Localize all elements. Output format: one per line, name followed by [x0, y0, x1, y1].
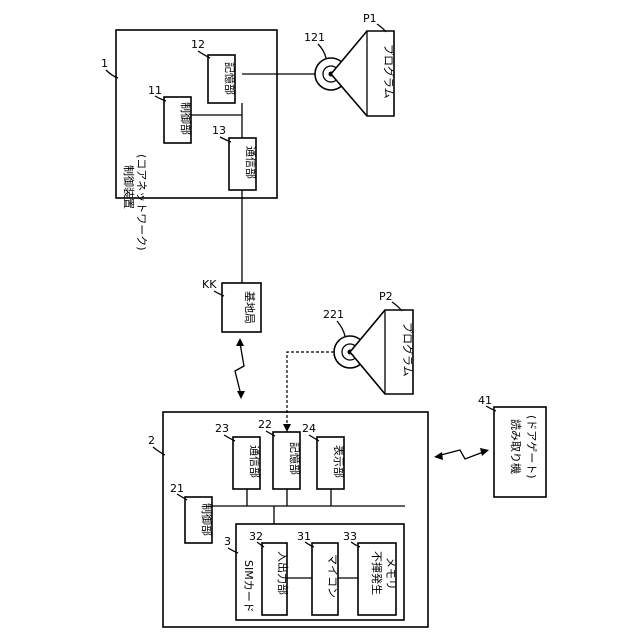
control-unit-11-ref: 11 [148, 84, 162, 97]
storage-unit-22-ref: 22 [258, 418, 272, 431]
control-unit-21-label: 制御部 [200, 503, 214, 536]
base-station-ref: KK [202, 278, 217, 291]
nonvolatile-memory-33-ref: 33 [343, 530, 357, 543]
media-221-leader [337, 321, 345, 336]
control-unit-21-ref: 21 [170, 482, 184, 495]
wireless-link-base-terminal [235, 343, 244, 395]
microcomputer-31-label: マイコン [326, 554, 339, 598]
control-unit-11-label: 制御部 [179, 102, 193, 135]
storage-unit-12-label: 記憶部 [223, 62, 237, 95]
sim-card-label: SIMカード [242, 560, 255, 613]
reader-41-ref: 41 [478, 394, 492, 407]
storage-unit-12-ref: 12 [191, 38, 205, 51]
program-p1-label: プログラム [382, 44, 396, 99]
control-device-label-line2: (コアネットワーク) [135, 154, 148, 251]
comm-unit-13-ref: 13 [212, 124, 226, 137]
comm-unit-13-label: 通信部 [244, 146, 258, 179]
terminal-ref: 2 [148, 434, 155, 447]
comm-unit-23-ref: 23 [215, 422, 229, 435]
wireless-reader-arrow-right [480, 448, 489, 456]
wireless-arrow-top [236, 338, 244, 346]
microcomputer-31-ref: 31 [297, 530, 311, 543]
program-p2-ref: P2 [379, 290, 393, 303]
wireless-arrow-bottom [237, 391, 245, 399]
nonvolatile-memory-33-label-line2: メモリ [384, 557, 397, 590]
wireless-reader-arrow-left [434, 452, 443, 460]
reader-41-label-line2: (ドアゲート) [525, 415, 538, 479]
dotted-link-arrow [283, 424, 291, 432]
storage-unit-22-label: 記憶部 [288, 442, 302, 475]
media-221-ref: 221 [323, 308, 344, 321]
reader-41-label-line1: 読み取り機 [509, 419, 523, 474]
display-unit-24-label: 表示部 [332, 445, 346, 478]
comm-unit-23-label: 通信部 [248, 445, 262, 478]
display-unit-24-ref: 24 [302, 422, 316, 435]
nonvolatile-memory-33-label-line1: 不揮発生 [370, 551, 384, 595]
io-unit-32-label: 入出力部 [276, 551, 290, 595]
control-device-label-line1: 制御装置 [122, 165, 136, 209]
media-121-leader [318, 44, 326, 58]
media-121-ref: 121 [304, 31, 325, 44]
program-p1-ref: P1 [363, 12, 377, 25]
sim-card-ref: 3 [224, 535, 231, 548]
base-station-label: 基地局 [243, 291, 256, 324]
dotted-link-media-to-storage [287, 352, 334, 428]
control-device-ref: 1 [101, 57, 108, 70]
io-unit-32-ref: 32 [249, 530, 263, 543]
program-p2-label: プログラム [401, 322, 415, 377]
wireless-link-terminal-reader [437, 450, 486, 459]
